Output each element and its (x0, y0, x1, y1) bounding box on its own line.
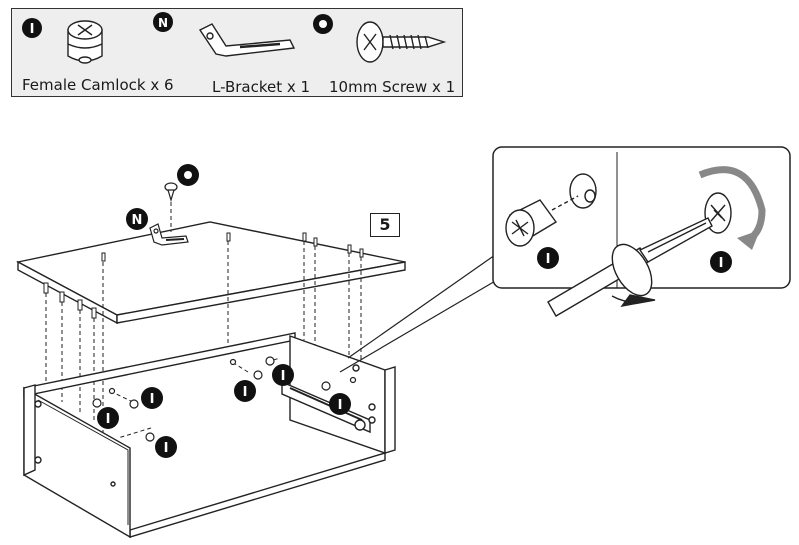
drawer-body (23, 332, 396, 539)
svg-text:I: I (30, 22, 35, 37)
screwdriver-icon (547, 217, 713, 317)
inset-badge-right: I (710, 251, 732, 273)
svg-text:I: I (150, 392, 155, 407)
svg-text:I: I (338, 398, 343, 413)
svg-text:N: N (158, 16, 168, 30)
callout-camlock-5: I (272, 364, 294, 386)
l-bracket-icon (198, 23, 296, 57)
callout-camlock-6: I (329, 393, 351, 415)
svg-text:N: N (132, 213, 143, 228)
camlock-icon (67, 20, 103, 64)
part-label-bracket: L-Bracket x 1 (212, 78, 311, 96)
rotation-arrow-icon (698, 166, 766, 250)
callout-bracket: N (126, 208, 148, 230)
part-badge-i: I (22, 18, 42, 38)
part-label-camlock: Female Camlock x 6 (22, 76, 174, 94)
inset-camlock-insert (505, 173, 597, 247)
bracket-on-panel (149, 223, 189, 246)
svg-text:I: I (281, 369, 286, 384)
callout-camlock-1: I (141, 387, 163, 409)
svg-text:I: I (719, 256, 724, 271)
callout-camlock-4: I (234, 380, 256, 402)
inset-camlock-rotating (704, 192, 732, 234)
callout-camlock-3: I (155, 436, 177, 458)
part-badge-n: N (153, 12, 173, 32)
part-badge-o (313, 14, 333, 34)
callout-screw (177, 164, 199, 186)
top-panel (15, 221, 406, 325)
callout-camlock-2: I (97, 407, 119, 429)
detail-leader-lines (339, 254, 498, 373)
installed-camlocks (92, 356, 357, 442)
panel-fittings (43, 232, 364, 319)
step-number: 5 (370, 213, 400, 237)
screw-icon (356, 21, 447, 63)
screw-on-panel (164, 182, 178, 203)
callout-badges: I I I I I I (97, 364, 351, 458)
svg-text:I: I (546, 252, 551, 267)
svg-text:I: I (106, 412, 111, 427)
inset-badge-left: I (537, 247, 559, 269)
svg-text:I: I (164, 441, 169, 456)
part-label-screw: 10mm Screw x 1 (329, 78, 456, 96)
svg-text:I: I (243, 385, 248, 400)
